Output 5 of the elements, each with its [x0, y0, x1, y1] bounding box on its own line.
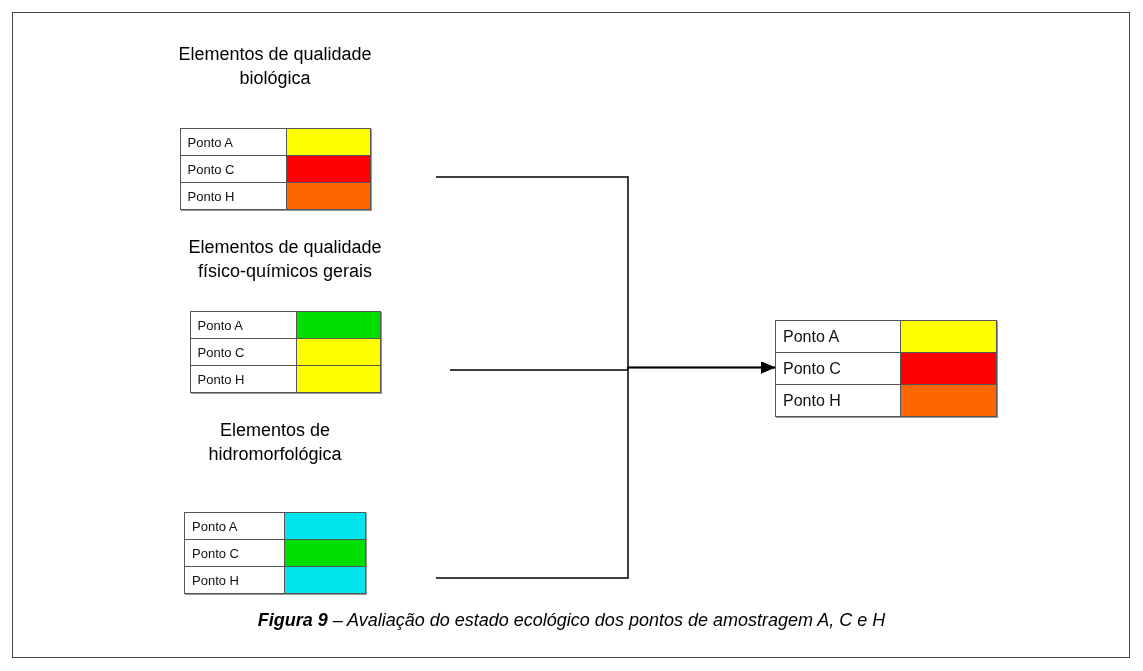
table-heading: Elementos de qualidade físico-químicos gerais: [187, 236, 383, 283]
arrow: [435, 361, 776, 579]
table-heading: Elementos de qualidade biológica: [177, 43, 373, 90]
figure-caption: Figura 9 – Avaliação do estado ecológico dos pontos de amostragem A, C e H: [256, 610, 887, 631]
table-heading: Elementos de hidromorfológica: [207, 419, 343, 466]
